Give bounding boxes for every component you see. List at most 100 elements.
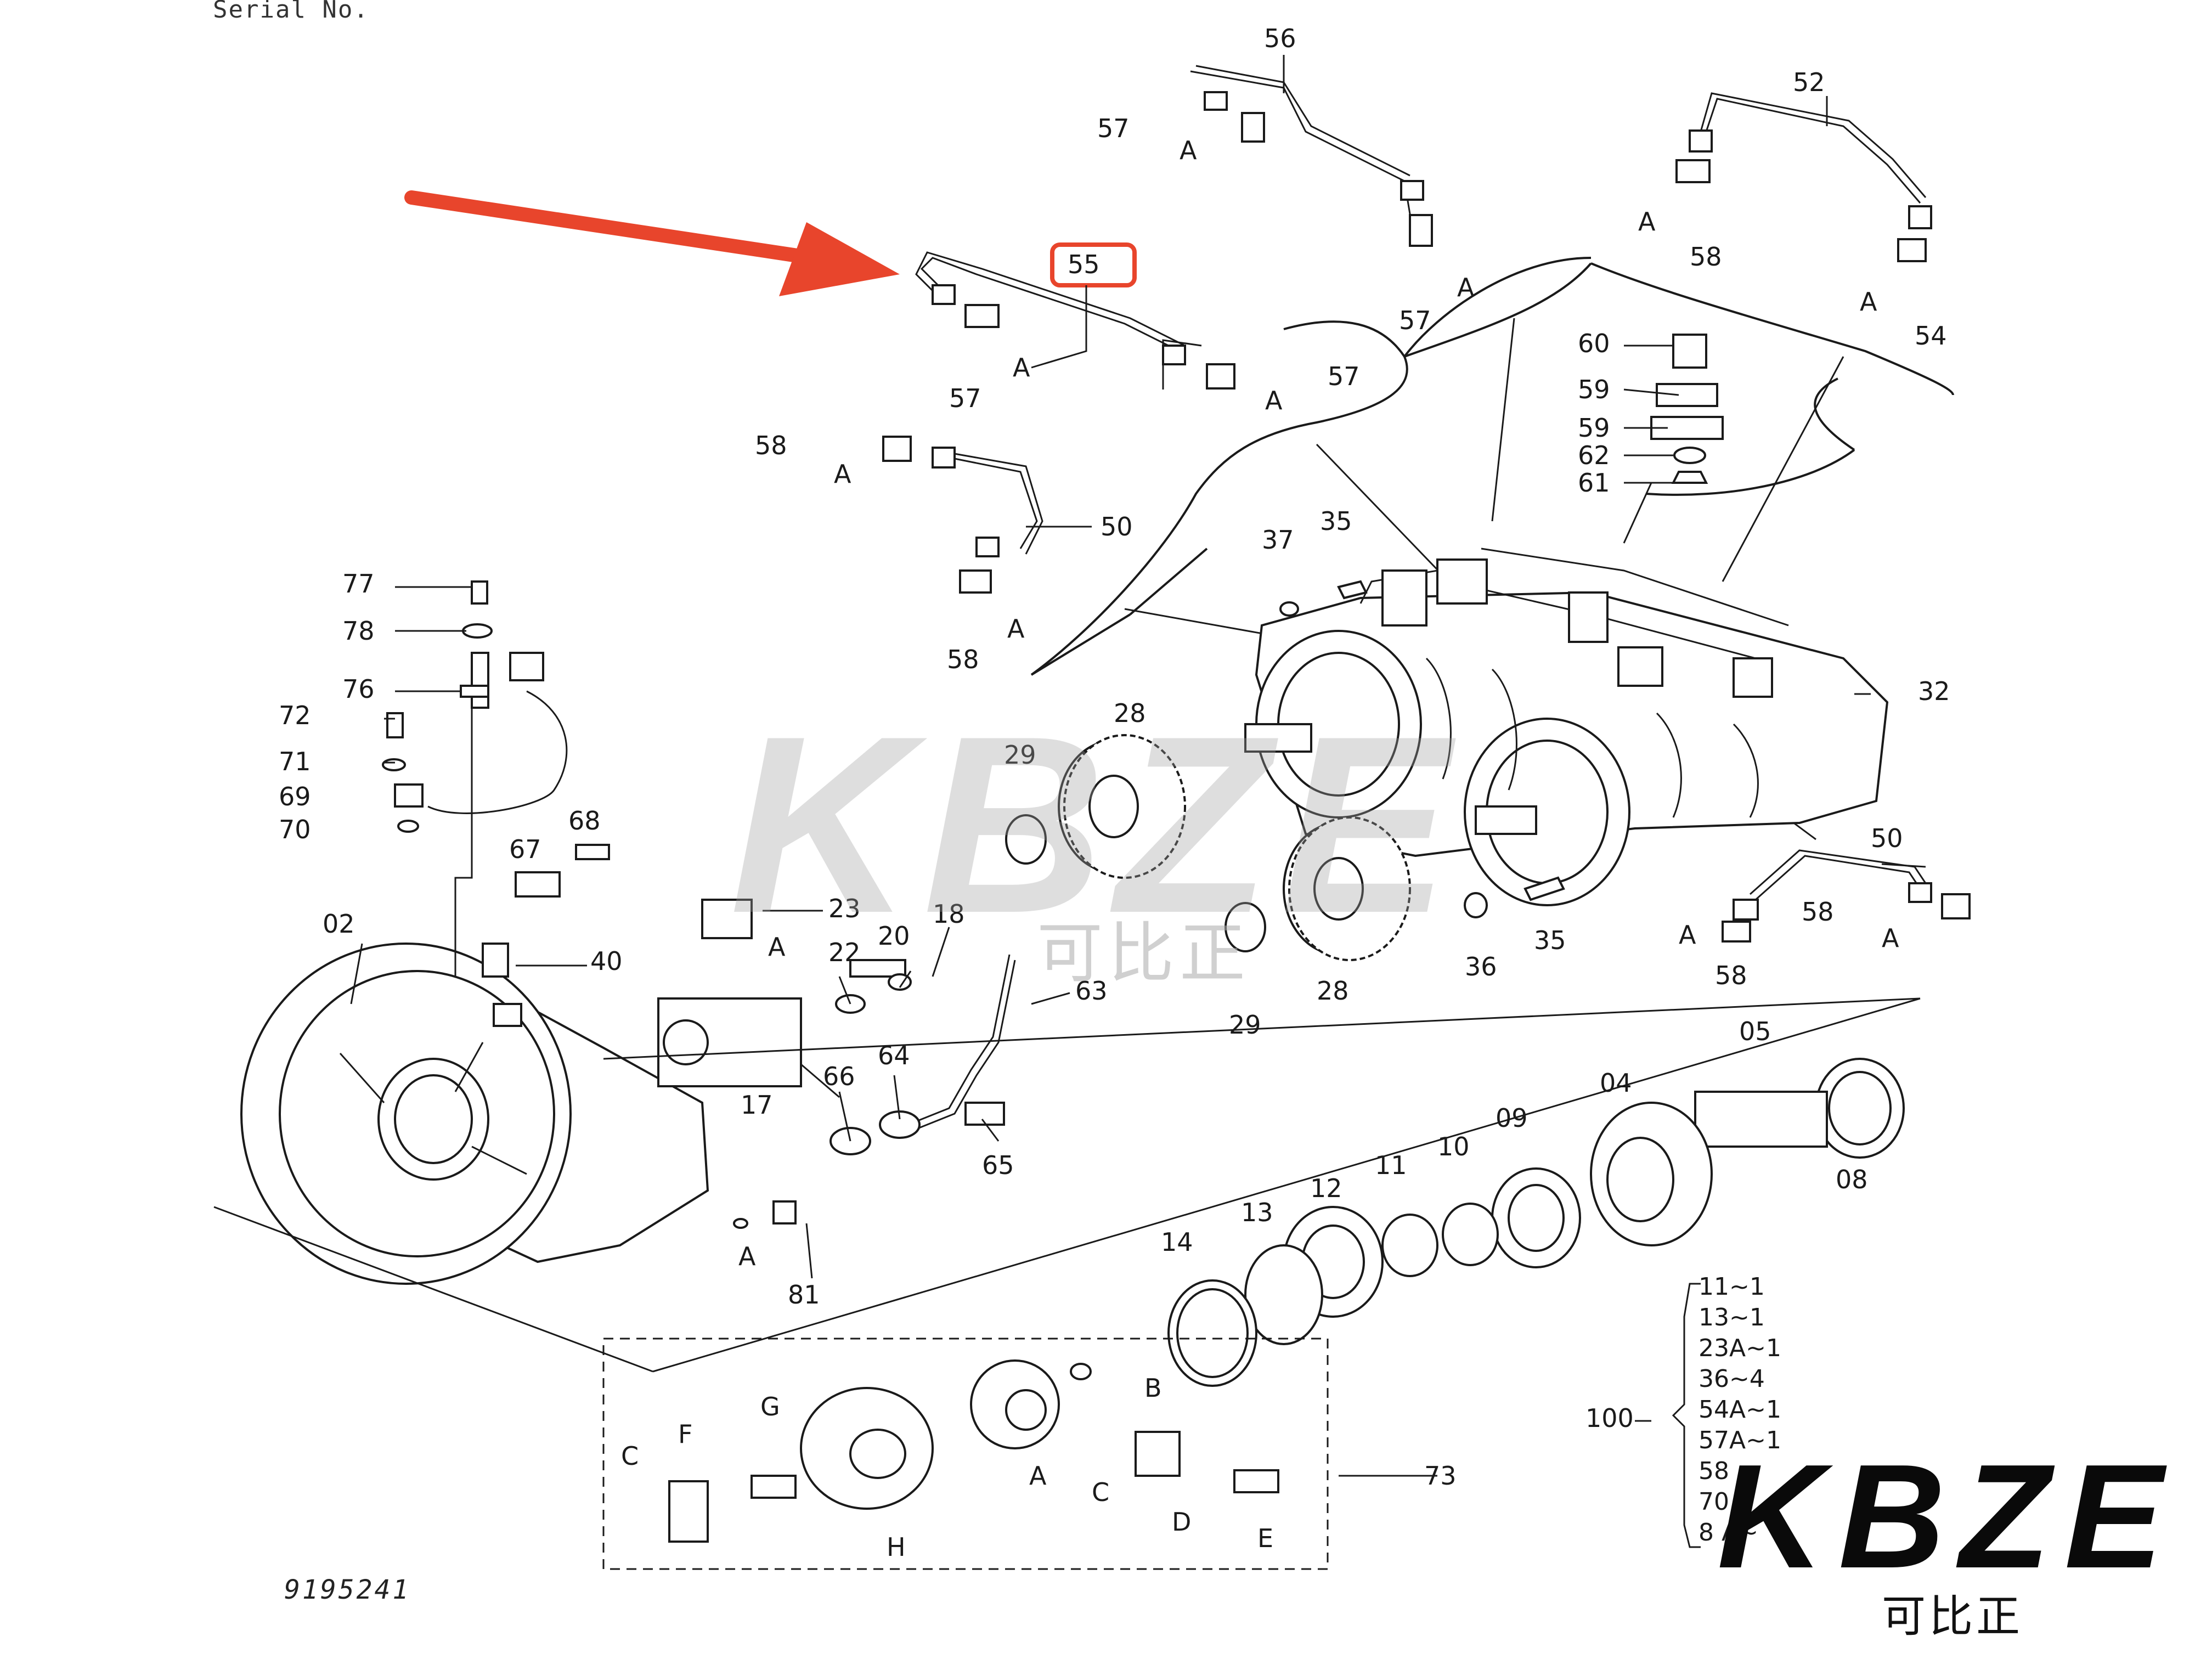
letter-b: B xyxy=(1144,1373,1162,1403)
letter-e: E xyxy=(1257,1523,1273,1553)
callout-59: 59 xyxy=(1578,375,1610,404)
callout-56: 56 xyxy=(1264,24,1296,53)
kit-item: 13~1 xyxy=(1699,1304,1765,1331)
washer-37 xyxy=(1279,601,1299,617)
coupling-kit-73-boundary xyxy=(602,1338,1329,1570)
letter-a: A xyxy=(1679,920,1696,950)
callout-70: 70 xyxy=(279,815,311,844)
callout-labels: 56 52 57 57 57 57 58 58 58 58 58 54 55 6… xyxy=(279,24,1950,1491)
divider-line-bottom xyxy=(652,997,1921,1373)
letter-a: A xyxy=(1029,1461,1047,1491)
letter-a: A xyxy=(1013,353,1030,382)
callout-52: 52 xyxy=(1793,67,1825,97)
callout-12: 12 xyxy=(1310,1173,1342,1203)
kit-item: 54A~1 xyxy=(1699,1396,1781,1424)
watermark-latin: KBZE xyxy=(730,684,1461,966)
letter-a: A xyxy=(1860,287,1877,317)
snap-ring-29-lower xyxy=(1224,902,1266,952)
leader-lines xyxy=(350,55,1926,1477)
kit-label: 100 xyxy=(1585,1403,1634,1433)
letter-c: C xyxy=(621,1441,639,1471)
letter-d: D xyxy=(1172,1507,1191,1537)
kit-item: 36~4 xyxy=(1699,1365,1765,1393)
divider-line-left xyxy=(213,1206,653,1373)
callout-55: 55 xyxy=(1068,250,1100,279)
callout-59: 59 xyxy=(1578,413,1610,443)
letter-a: A xyxy=(834,459,851,489)
callout-35: 35 xyxy=(1534,926,1566,955)
letter-a: A xyxy=(1007,614,1025,644)
drawing-number: 9195241 xyxy=(284,1575,411,1605)
gear-28-upper xyxy=(1058,734,1186,879)
callout-57: 57 xyxy=(949,383,981,413)
gear-28-lower xyxy=(1283,816,1411,961)
callout-65: 65 xyxy=(982,1150,1014,1180)
serial-number-label: Serial No. xyxy=(213,0,369,24)
divider-line-mid xyxy=(603,997,1921,1060)
letter-f: F xyxy=(678,1419,692,1449)
callout-04: 04 xyxy=(1600,1068,1632,1098)
callout-57: 57 xyxy=(1328,362,1360,391)
callout-28: 28 xyxy=(1114,698,1146,728)
snap-ring-29-upper xyxy=(1005,814,1047,865)
kit-bracket xyxy=(1672,1283,1701,1548)
callout-14: 14 xyxy=(1161,1227,1193,1257)
tube-assembly-50-lower xyxy=(1722,849,1971,943)
callout-10: 10 xyxy=(1437,1132,1470,1161)
callout-11: 11 xyxy=(1375,1150,1407,1180)
tube-assembly-50-upper xyxy=(882,436,1043,594)
coupling-kit-73 xyxy=(668,1359,1279,1543)
callout-67: 67 xyxy=(509,834,541,864)
callout-58: 58 xyxy=(1690,242,1722,272)
housing-02 xyxy=(240,943,709,1285)
callout-29: 29 xyxy=(1229,1010,1261,1040)
callout-17: 17 xyxy=(741,1090,773,1120)
callout-36: 36 xyxy=(1465,952,1497,981)
callout-40: 40 xyxy=(590,946,623,976)
sensor-cable-assembly xyxy=(382,580,610,978)
letter-a: A xyxy=(1265,386,1283,415)
callout-50: 50 xyxy=(1871,823,1903,853)
callout-05: 05 xyxy=(1739,1017,1771,1046)
callout-60: 60 xyxy=(1578,329,1610,358)
callout-18: 18 xyxy=(933,899,965,929)
letter-a: A xyxy=(1882,923,1899,953)
callout-08: 08 xyxy=(1836,1165,1868,1194)
callout-58: 58 xyxy=(1802,897,1834,927)
callout-50: 50 xyxy=(1101,512,1133,541)
kit-item: 11~1 xyxy=(1699,1273,1765,1301)
letter-a: A xyxy=(1638,207,1656,236)
logo-text: KBZE xyxy=(1717,1434,2177,1599)
callout-64: 64 xyxy=(878,1041,910,1070)
callout-71: 71 xyxy=(279,747,311,776)
kit-item: 58 xyxy=(1699,1457,1729,1485)
callout-09: 09 xyxy=(1496,1103,1528,1133)
bolt-35-upper xyxy=(1337,580,1368,600)
callout-58: 58 xyxy=(755,431,787,460)
kit-item: 57A~1 xyxy=(1699,1426,1781,1454)
callout-02: 02 xyxy=(323,909,355,939)
main-pump-body xyxy=(1244,548,1889,906)
callout-68: 68 xyxy=(568,806,601,836)
callout-54: 54 xyxy=(1915,321,1947,351)
letter-a: A xyxy=(1180,136,1197,165)
kit-item: 70 xyxy=(1699,1488,1729,1516)
watermark-chinese: 可比正 xyxy=(1037,916,1251,992)
tube-assembly-56 xyxy=(1190,65,1433,247)
callout-81: 81 xyxy=(788,1280,820,1310)
gear-pump-17 xyxy=(657,899,1016,1229)
callout-23: 23 xyxy=(828,894,861,923)
callout-61: 61 xyxy=(1578,468,1610,498)
callout-72: 72 xyxy=(279,701,311,730)
callout-78: 78 xyxy=(342,616,375,646)
kit-items: 11~1 13~1 23A~1 36~4 54A~1 57A~1 58 70 8… xyxy=(1699,1272,1781,1548)
tube-assembly-52 xyxy=(1675,92,1932,262)
bolt-35-lower xyxy=(1523,876,1565,901)
callout-62: 62 xyxy=(1578,441,1610,470)
tube-assembly-55 xyxy=(915,251,1235,390)
red-pointer-arrow xyxy=(404,190,900,296)
callout-57: 57 xyxy=(1097,114,1130,143)
callout-58: 58 xyxy=(1715,961,1747,990)
callout-22: 22 xyxy=(828,938,861,967)
